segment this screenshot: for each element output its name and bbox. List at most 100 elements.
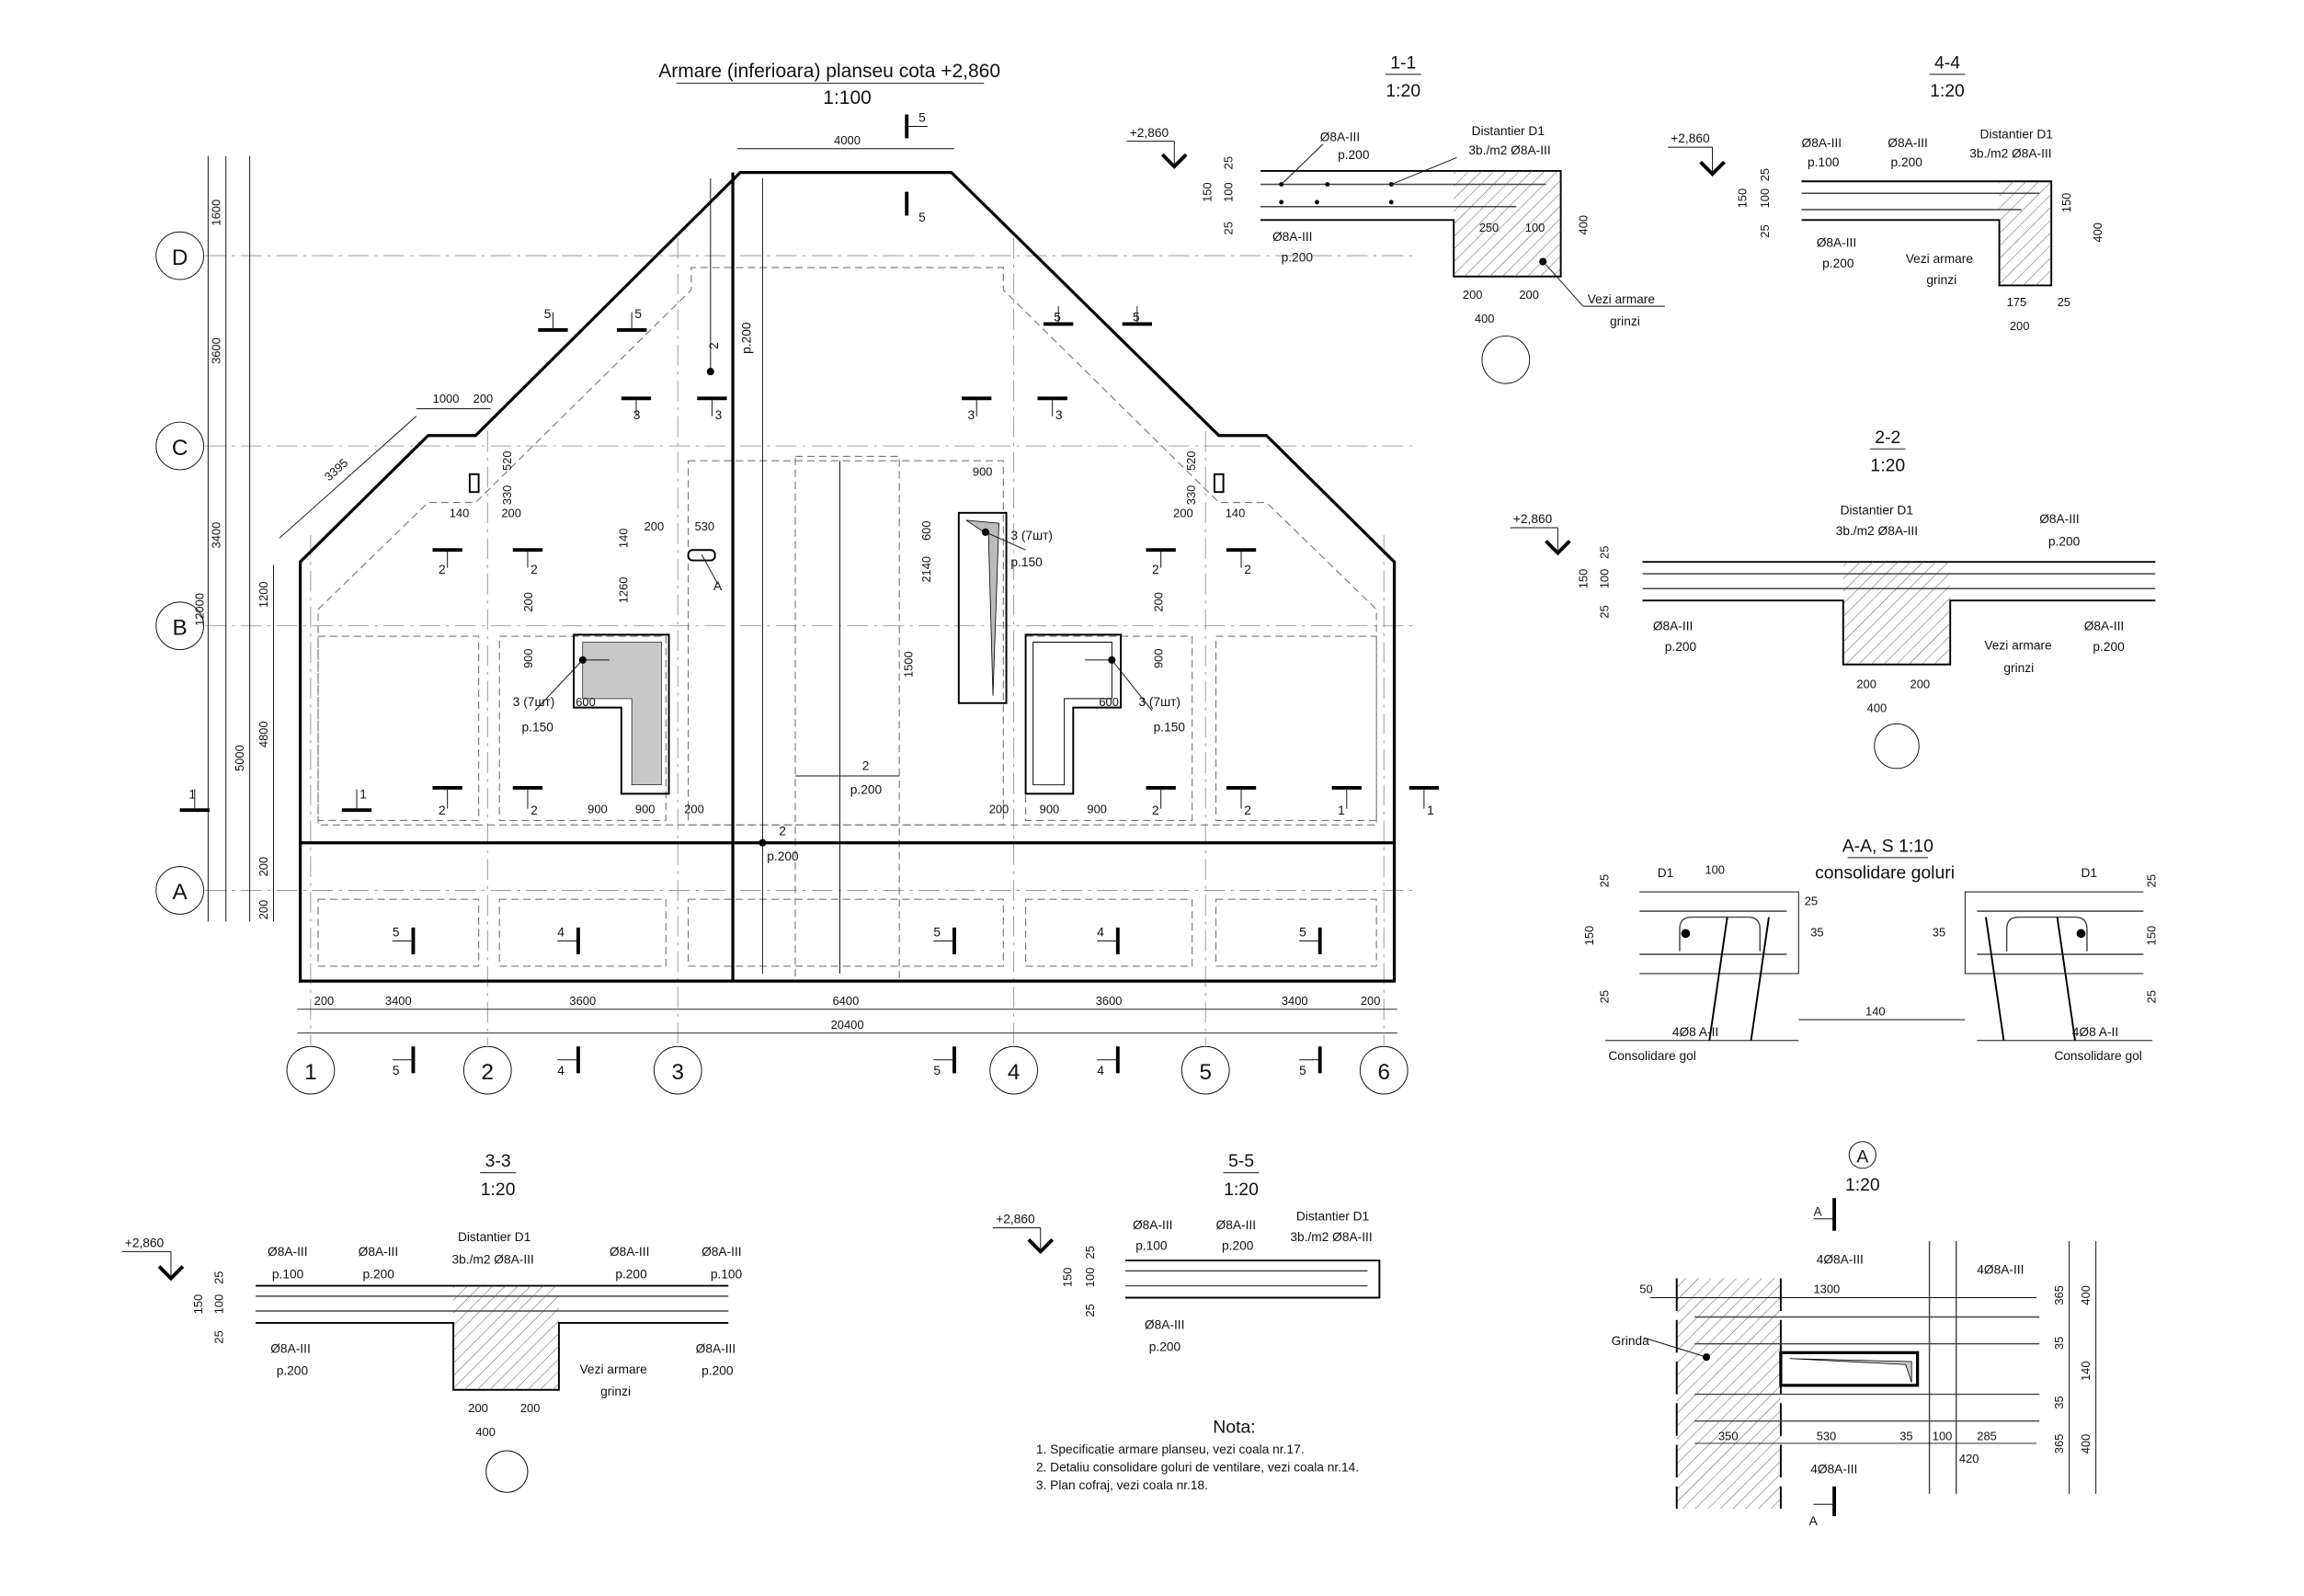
label-section-3-3-spacer-spec: 3b./m2 Ø8A-III (451, 1252, 533, 1266)
cut-mark: 1 (179, 787, 210, 813)
label-section-4-4-bar1-step: p.100 (1808, 155, 1840, 169)
drawing-circle (1181, 1045, 1230, 1095)
drawing-circle (706, 368, 714, 376)
label-plan-dims-openings-17: 1500 (902, 651, 916, 678)
drawing-rect (498, 898, 667, 967)
label-plan-dims-openings-2: 200 (1173, 507, 1193, 520)
rebar-spacing: p.200 (739, 322, 753, 354)
label-plan-dims-openings-14: 900 (973, 464, 993, 478)
label-section-a-a-right-spacer: D1 (2081, 866, 2097, 880)
drawing-rect (687, 549, 716, 562)
section-a-a: A-A, S 1:10 consolidare goluri D1 100 25… (1582, 836, 2158, 1062)
label-section-3-3-bars-bottom-0-p: p.200 (277, 1364, 309, 1378)
label-plan-dims-upper-2: 3395 (322, 456, 350, 484)
label-plan-axes-numbers-3: 4 (1008, 1060, 1021, 1085)
label-plan-dims-upper-1: 200 (473, 392, 494, 405)
label-section-a-a-left-dims-3: 150 (1582, 926, 1596, 946)
axis-B: B (155, 601, 204, 651)
label-plan-dims-openings-9: 900 (521, 648, 535, 668)
label-section-a-a-left-bars: 4Ø8 A-II (1672, 1025, 1718, 1039)
drawing-path (1124, 1260, 1381, 1299)
label-detail-a-dims-6: 285 (1977, 1430, 1997, 1443)
rebar-count: 3 (7шт) (1138, 695, 1181, 709)
label-plan-dims-openings-0: 140 (450, 507, 470, 520)
label-section-1-1-spacer-spec: 3b./m2 Ø8A-III (1468, 143, 1550, 157)
label-detail-a-bars-2: 4Ø8A-III (1810, 1462, 1857, 1476)
drawing-line (1281, 143, 1324, 185)
drawing-circle (155, 421, 204, 471)
label-plan-axes-numbers-0: 1 (304, 1060, 317, 1085)
section-cut-marks[interactable]: 5 5 5 5 5 5 3 3 3 3 2 2 2 2 1 1 2 2 2 2 … (179, 111, 1440, 1077)
drawing-circle (155, 601, 204, 651)
cut-mark: 1 (341, 787, 372, 813)
label-section-4-4-elevation: +2,860 (1671, 131, 1710, 145)
label-plan-dims-openings-11: 900 (587, 802, 608, 815)
drawing-circle (155, 231, 204, 280)
label-section-2-2-note: Vezi armare (1984, 639, 2052, 653)
label-plan-cut-labels-26: 5 (1299, 926, 1306, 940)
label-plan-dims-left-7: 200 (257, 900, 270, 920)
cut-mark: 2 (512, 548, 543, 576)
drawing-rect (1215, 635, 1377, 822)
floor-plan: Armare (inferioara) planseu cota +2,860 … (155, 61, 1440, 1095)
label-plan-cut-labels-14: 1 (188, 787, 196, 801)
label-detail-a-cut: A (1809, 1514, 1819, 1528)
label-plan-cut-labels-8: 3 (968, 408, 975, 422)
label-plan-dims-left-1: 3600 (209, 337, 222, 364)
detail-callout[interactable]: A (713, 579, 723, 593)
label-section-5-5-bar-bottom-step: p.200 (1149, 1340, 1181, 1354)
label-section-4-4-dims-4: 150 (2059, 193, 2073, 213)
label-plan-dims-bottom-5: 3400 (1282, 994, 1308, 1008)
drawing-path (1027, 1238, 1055, 1255)
label-section-5-5-dims-0: 25 (1083, 1246, 1097, 1259)
label-section-2-2-dims-4: 200 (1856, 678, 1876, 691)
drawing-circle (989, 1045, 1038, 1095)
drawing-path (157, 1265, 185, 1282)
label-detail-a-dims-12: 35 (2052, 1396, 2066, 1408)
drawing-line (985, 531, 1026, 551)
label-plan-dims-openings-15: 600 (919, 520, 933, 541)
drawing-rect (498, 635, 667, 822)
drawing-circle (1279, 200, 1284, 205)
cut-mark: 5 (1122, 306, 1152, 326)
label-section-4-4-spacer-spec: 3b./m2 Ø8A-III (1969, 146, 2051, 160)
drawing-path (2005, 916, 2088, 952)
label-plan-cut-labels-11: 2 (530, 563, 538, 576)
label-section-3-3-bars-bottom-1-d: Ø8A-III (696, 1341, 736, 1355)
label-section-5-5-bar2-step: p.200 (1222, 1239, 1254, 1253)
openings (468, 473, 1225, 795)
label-plan-cut-labels-21: 1 (1427, 804, 1434, 817)
rebar-spacing: p.200 (850, 782, 883, 796)
cut-mark: 1 (1331, 785, 1362, 817)
label-plan-cut-labels-3: 5 (634, 307, 642, 321)
axis-A: A (155, 866, 204, 915)
label-section-3-3-dims-2: 150 (191, 1294, 205, 1315)
drawing-polygon (1032, 641, 1112, 786)
cut-mark: 2 (1226, 548, 1257, 576)
drawing-line (1391, 156, 1457, 185)
label-section-5-5-spacer: Distantier D1 (1296, 1209, 1369, 1223)
label-plan-axes-numbers-2: 3 (671, 1060, 684, 1085)
section-scale: 1:20 (1870, 456, 1905, 476)
label-plan-dims-bottom-6: 200 (1361, 994, 1381, 1008)
drawing-circle (1388, 200, 1394, 205)
rebar-mark: 2 (779, 825, 786, 838)
label-section-3-3-bars-bottom-0-d: Ø8A-III (270, 1341, 311, 1355)
label-plan-cut-labels-4: 5 (1054, 310, 1061, 324)
drawing-line (279, 416, 417, 539)
axis-bubbles: D C B A 1 2 3 4 5 6 (155, 231, 1409, 1095)
label-section-a-a-left-dims-0: 100 (1705, 863, 1725, 877)
drawing-circle (1874, 723, 1920, 770)
section-title: A-A, S 1:10 (1842, 836, 1933, 856)
label-plan-dims-bottom-0: 200 (314, 994, 335, 1008)
label-plan-dims-openings-13: 200 (684, 802, 704, 815)
label-section-5-5-bar2: Ø8A-III (1216, 1218, 1257, 1232)
label-detail-a-dims-13: 365 (2052, 1434, 2066, 1454)
label-section-3-3-bars-top-0-p: p.100 (272, 1267, 304, 1281)
drawing-line (534, 659, 584, 712)
drawing-circle (653, 1045, 702, 1095)
section-scale: 1:20 (1930, 81, 1965, 101)
